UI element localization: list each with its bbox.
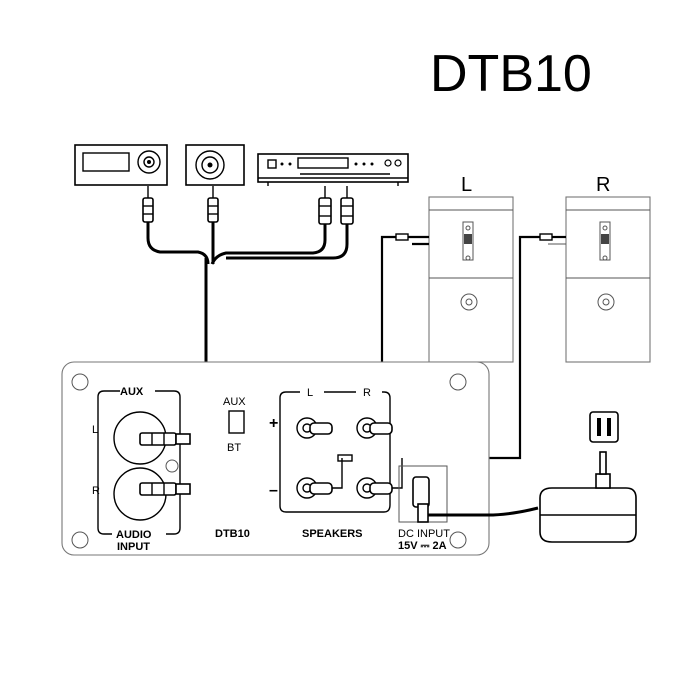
right-speaker-label: R — [596, 174, 610, 196]
switch-aux-label: AUX — [223, 396, 246, 408]
aux-label: AUX — [120, 386, 144, 398]
rca-connector-icon — [318, 186, 354, 225]
audio-input-label-2: INPUT — [117, 541, 150, 553]
speaker-dock-icon — [185, 144, 245, 186]
left-speaker-label: L — [461, 174, 472, 196]
aux-right-label: R — [92, 485, 100, 497]
cd-player-icon — [74, 144, 168, 186]
mini-jack-icon — [142, 186, 219, 223]
speaker-terminals: L R + – SPEAKERS — [269, 387, 403, 540]
dc-input-jack: DC INPUT 15V ⎓ 2A — [398, 465, 539, 552]
dc-input-label-2: 15V ⎓ 2A — [398, 540, 447, 552]
passive-speaker-icon — [428, 196, 514, 363]
stereo-receiver-icon — [257, 153, 409, 186]
aux-bt-switch[interactable]: AUX BT — [223, 396, 246, 454]
diagram-title: DTB10 — [430, 45, 592, 103]
speakers-label: SPEAKERS — [302, 528, 363, 540]
spk-left-label: L — [307, 387, 313, 399]
dc-input-label-1: DC INPUT — [398, 528, 450, 540]
ac-plug-icon — [589, 411, 619, 443]
aux-input-section: AUX L R AUDIO INPUT — [92, 386, 191, 553]
panel-model-label: DTB10 — [215, 528, 250, 540]
spk-minus-label: – — [269, 482, 278, 499]
aux-left-label: L — [92, 424, 98, 436]
spk-plus-label: + — [269, 415, 278, 432]
amplifier-rear-panel — [61, 361, 490, 556]
passive-speaker-icon — [565, 196, 651, 363]
switch-bt-label: BT — [227, 442, 241, 454]
audio-input-label-1: AUDIO — [116, 529, 152, 541]
power-adapter-icon — [539, 451, 637, 543]
spk-right-label: R — [363, 387, 371, 399]
